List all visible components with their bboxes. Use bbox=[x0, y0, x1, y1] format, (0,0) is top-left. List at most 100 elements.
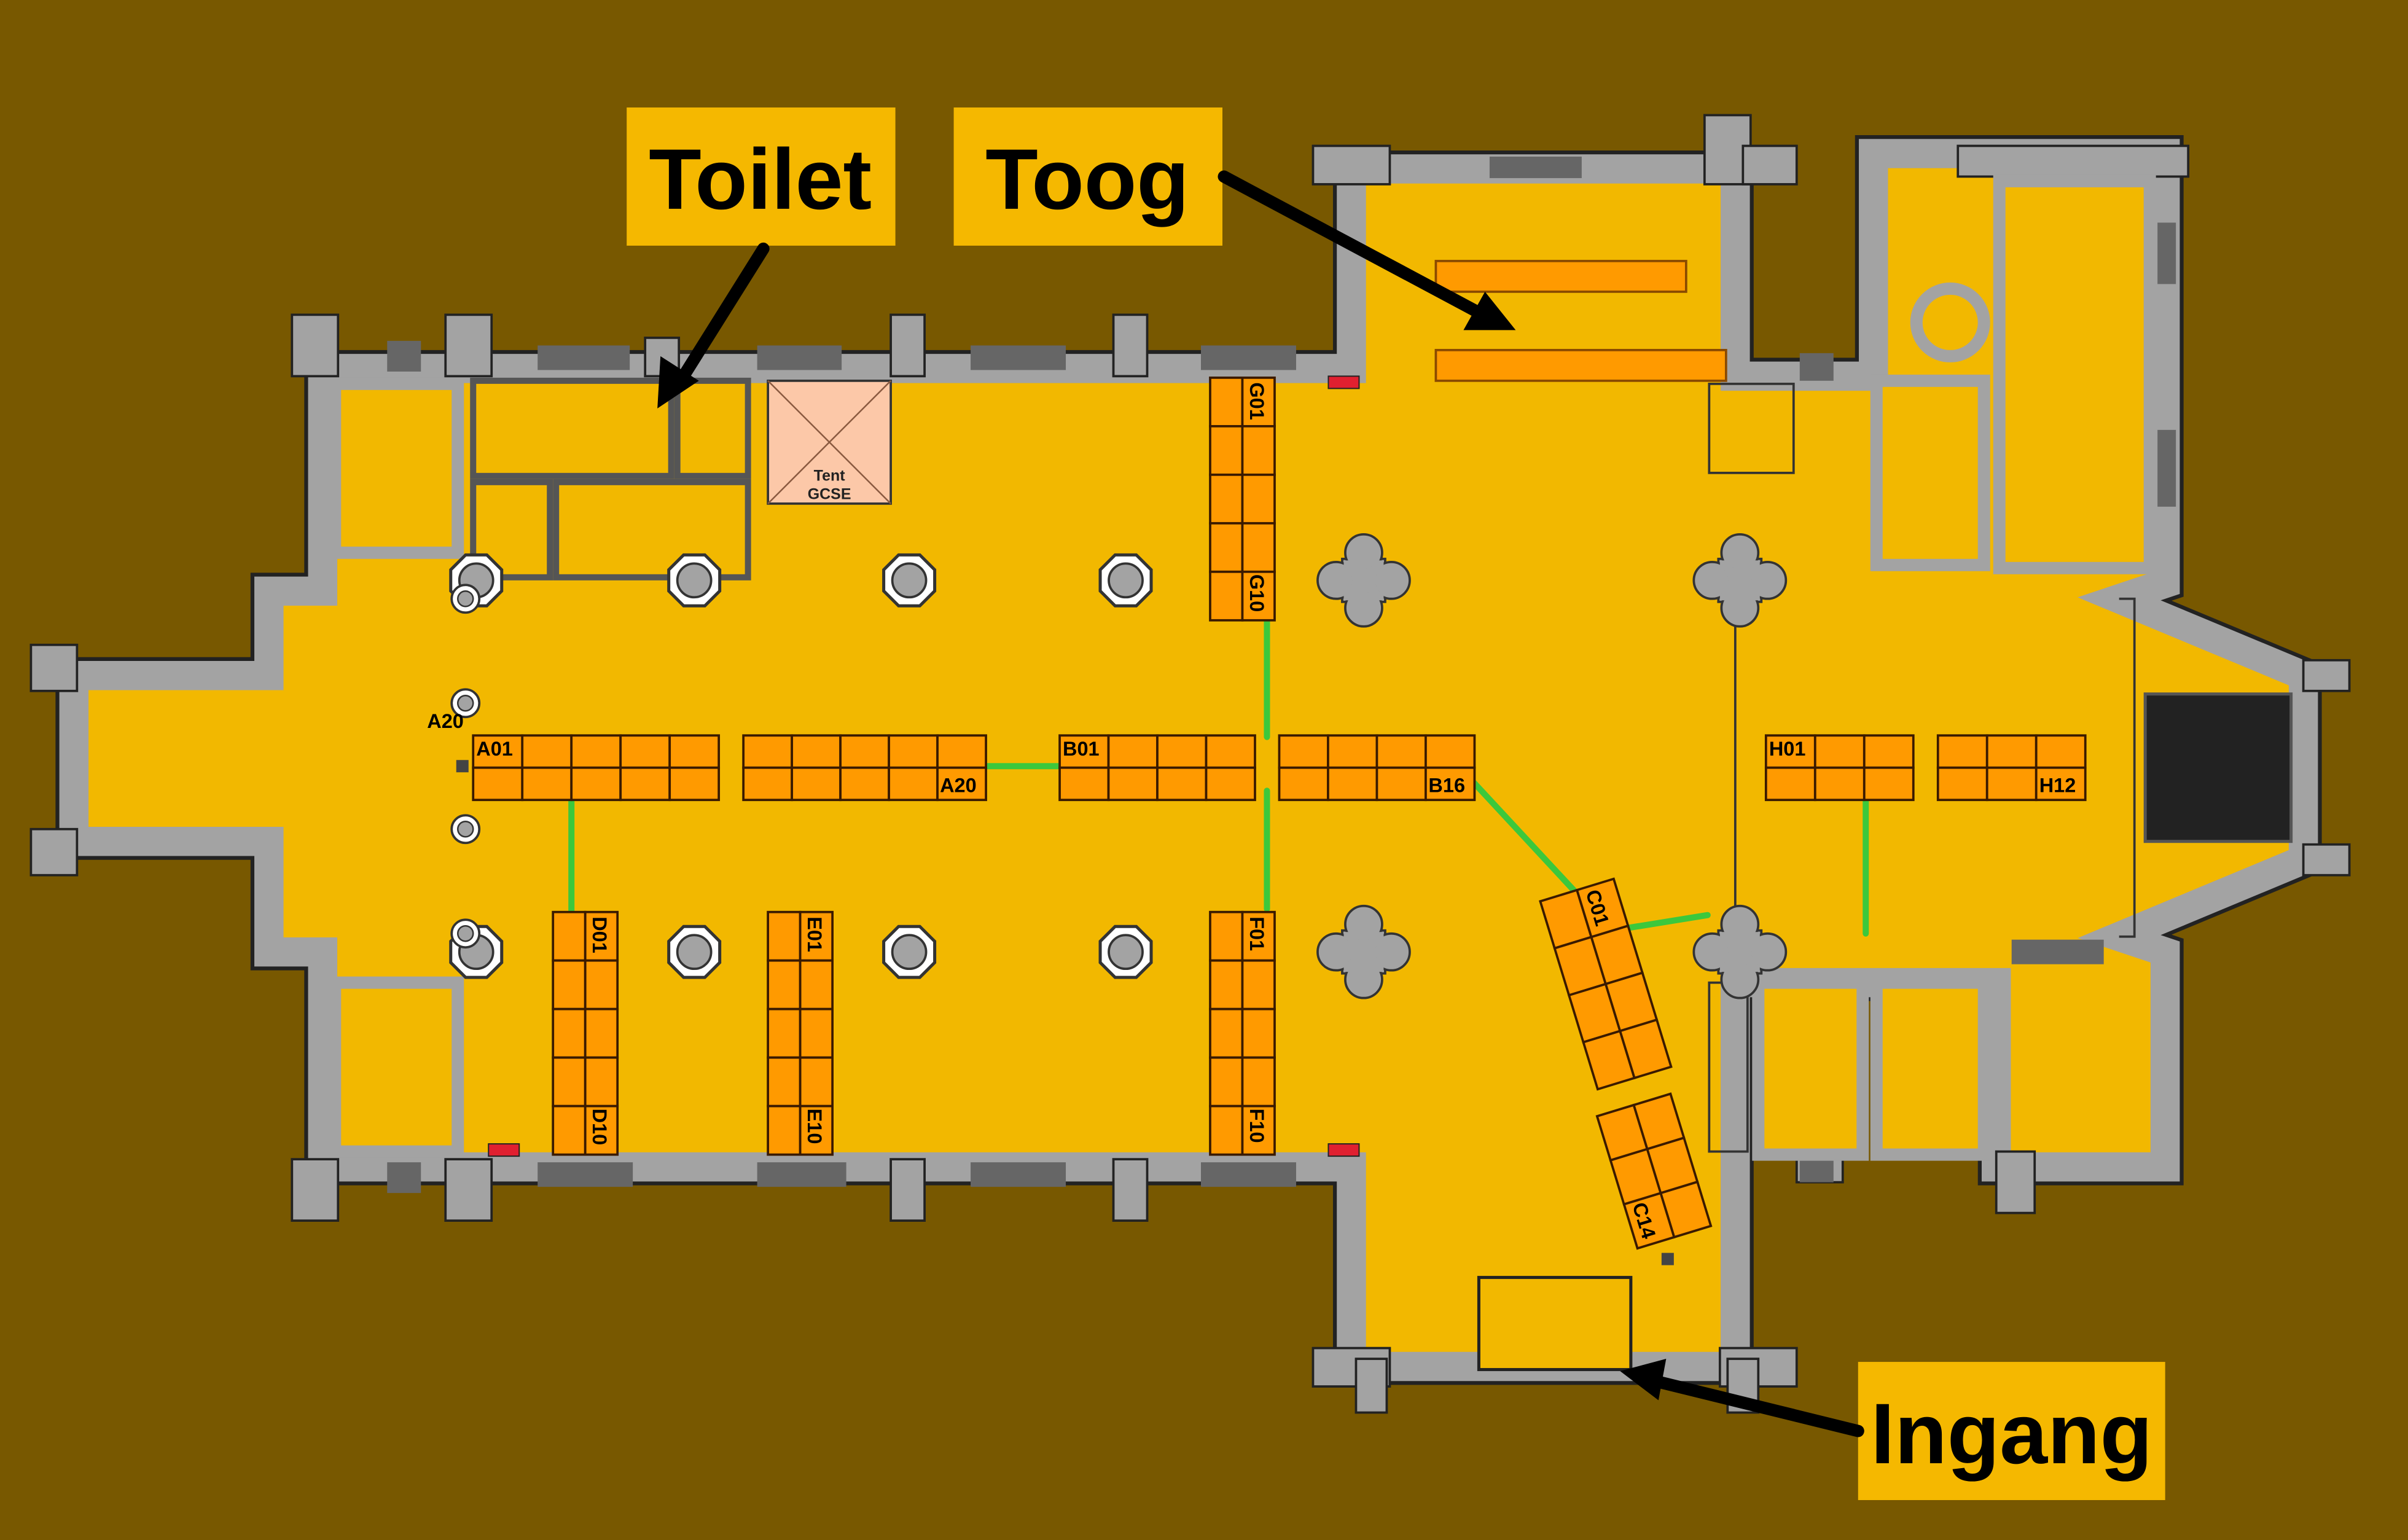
stall[interactable] bbox=[1209, 910, 1244, 962]
stall[interactable] bbox=[1241, 1104, 1276, 1156]
stall[interactable] bbox=[1107, 766, 1159, 802]
stall[interactable] bbox=[552, 1056, 587, 1108]
stall[interactable] bbox=[584, 1056, 619, 1108]
stall[interactable] bbox=[1375, 734, 1427, 769]
stall[interactable] bbox=[888, 766, 939, 802]
stall[interactable] bbox=[799, 1056, 834, 1108]
stall[interactable] bbox=[799, 959, 834, 1010]
market-stalls: A01A20A20B01B16H01H12G01G10D01D10E01E10F… bbox=[427, 377, 2087, 1250]
stall[interactable] bbox=[1936, 766, 1988, 802]
stall[interactable] bbox=[668, 766, 721, 802]
stall[interactable] bbox=[791, 766, 842, 802]
stall[interactable] bbox=[1985, 734, 2038, 769]
stall[interactable] bbox=[619, 734, 671, 769]
stall[interactable] bbox=[1425, 766, 1476, 802]
stall[interactable] bbox=[1618, 1018, 1673, 1080]
stall[interactable] bbox=[791, 734, 842, 769]
callout-toilet: Toilet bbox=[627, 107, 896, 408]
stall[interactable] bbox=[1241, 522, 1276, 573]
stall[interactable] bbox=[839, 734, 890, 769]
stall[interactable] bbox=[1107, 734, 1159, 769]
stall[interactable] bbox=[552, 1007, 587, 1059]
pillar bbox=[667, 553, 722, 608]
stall[interactable] bbox=[1209, 1007, 1244, 1059]
stall[interactable] bbox=[584, 1104, 619, 1156]
stall[interactable] bbox=[742, 766, 794, 802]
stall[interactable] bbox=[1209, 570, 1244, 622]
stall[interactable] bbox=[1209, 959, 1244, 1010]
quatrefoil-pillar bbox=[1316, 533, 1411, 628]
stall[interactable] bbox=[1241, 1056, 1276, 1108]
stall[interactable] bbox=[1278, 734, 1329, 769]
stall[interactable] bbox=[888, 734, 939, 769]
stall[interactable] bbox=[1764, 766, 1816, 802]
small-pillar bbox=[450, 918, 481, 949]
stall[interactable] bbox=[767, 910, 802, 962]
stall[interactable] bbox=[584, 1007, 619, 1059]
stall[interactable] bbox=[1209, 377, 1244, 428]
stall[interactable] bbox=[1278, 766, 1329, 802]
stall[interactable] bbox=[584, 910, 619, 962]
stall[interactable] bbox=[1241, 473, 1276, 525]
stall[interactable] bbox=[1863, 734, 1915, 769]
stall[interactable] bbox=[1205, 766, 1256, 802]
stall[interactable] bbox=[1327, 734, 1378, 769]
stall[interactable] bbox=[1058, 766, 1110, 802]
stall[interactable] bbox=[1241, 377, 1276, 428]
stall[interactable] bbox=[1209, 424, 1244, 476]
stall[interactable] bbox=[839, 766, 890, 802]
stall[interactable] bbox=[1241, 959, 1276, 1010]
stall[interactable] bbox=[2035, 734, 2087, 769]
stall[interactable] bbox=[1205, 734, 1256, 769]
stall[interactable] bbox=[1659, 1180, 1713, 1239]
stall[interactable] bbox=[1813, 734, 1866, 769]
stall[interactable] bbox=[570, 734, 622, 769]
stall[interactable] bbox=[1241, 424, 1276, 476]
stall[interactable] bbox=[799, 1007, 834, 1059]
stall[interactable] bbox=[767, 1056, 802, 1108]
stall[interactable] bbox=[936, 766, 987, 802]
stall[interactable] bbox=[1327, 766, 1378, 802]
stall[interactable] bbox=[1936, 734, 1988, 769]
stall[interactable] bbox=[1156, 734, 1208, 769]
stall[interactable] bbox=[619, 766, 671, 802]
stall[interactable] bbox=[767, 959, 802, 1010]
stall[interactable] bbox=[1985, 766, 2038, 802]
stall[interactable] bbox=[521, 734, 573, 769]
stall[interactable] bbox=[1241, 570, 1276, 622]
stall[interactable] bbox=[584, 959, 619, 1010]
stall[interactable] bbox=[1156, 766, 1208, 802]
stall[interactable] bbox=[1209, 473, 1244, 525]
callout-ingang: Ingang bbox=[1620, 1359, 2165, 1501]
stall[interactable] bbox=[1209, 522, 1244, 573]
stall[interactable] bbox=[552, 1104, 587, 1156]
stall-label-F-start: F01 bbox=[1246, 917, 1268, 951]
stall[interactable] bbox=[1813, 766, 1866, 802]
stall-label-D-end: D10 bbox=[588, 1109, 611, 1146]
stall[interactable] bbox=[552, 910, 587, 962]
stall[interactable] bbox=[1425, 734, 1476, 769]
stall[interactable] bbox=[2035, 766, 2087, 802]
stall[interactable] bbox=[570, 766, 622, 802]
stall[interactable] bbox=[668, 734, 721, 769]
stall[interactable] bbox=[767, 1104, 802, 1156]
stall[interactable] bbox=[799, 1104, 834, 1156]
stall[interactable] bbox=[799, 910, 834, 962]
stall[interactable] bbox=[1764, 734, 1816, 769]
stall[interactable] bbox=[1209, 1056, 1244, 1108]
pillar bbox=[1098, 553, 1153, 608]
stall[interactable] bbox=[472, 766, 524, 802]
stall[interactable] bbox=[767, 1007, 802, 1059]
pillars bbox=[449, 533, 1788, 999]
stall[interactable] bbox=[1863, 766, 1915, 802]
bar-counter bbox=[1434, 260, 1727, 382]
stall[interactable] bbox=[521, 766, 573, 802]
stall[interactable] bbox=[1375, 766, 1427, 802]
stall[interactable] bbox=[552, 959, 587, 1010]
stall[interactable] bbox=[742, 734, 794, 769]
stall[interactable] bbox=[1209, 1104, 1244, 1156]
stall-block-A: A20 bbox=[742, 734, 987, 802]
stall[interactable] bbox=[1241, 1007, 1276, 1059]
stall[interactable] bbox=[936, 734, 987, 769]
pillar bbox=[667, 924, 722, 979]
